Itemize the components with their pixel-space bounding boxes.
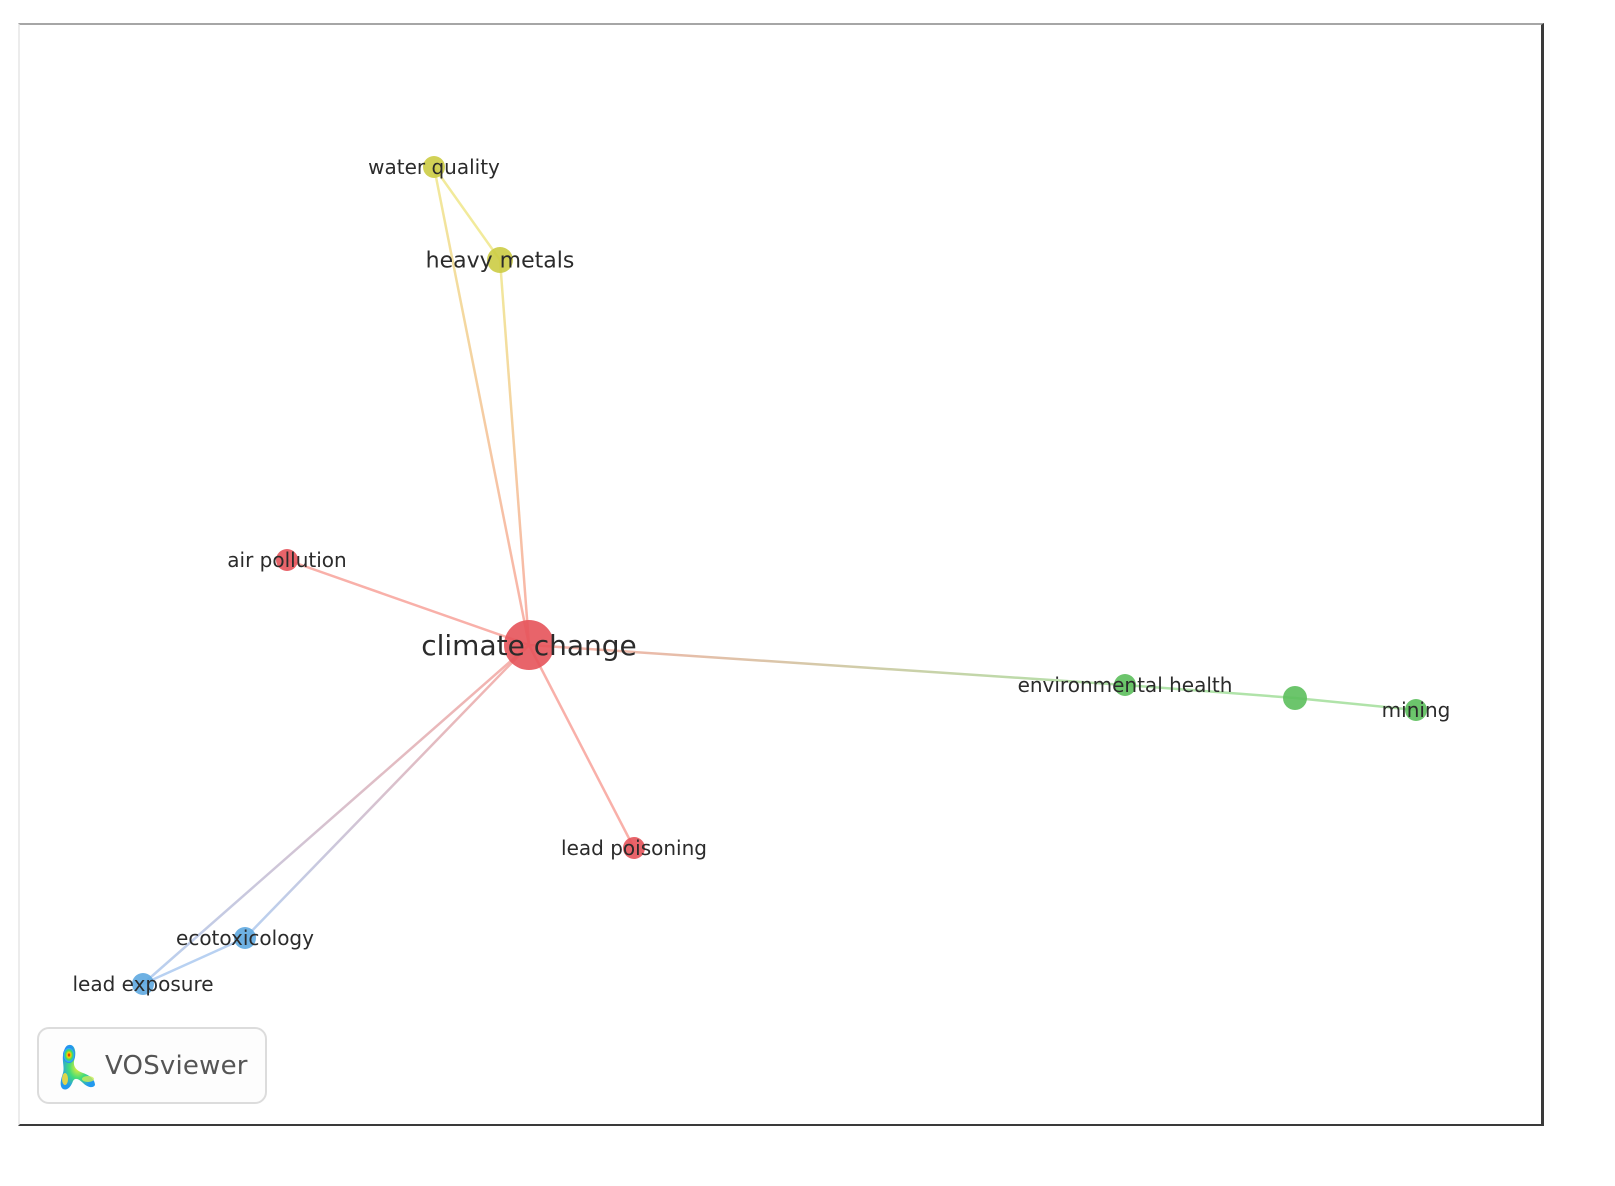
- labels-layer: water quality heavy metals air pollution cl…: [72, 155, 1450, 996]
- edge-climate-change-to-environmental-health[interactable]: [528, 643, 1126, 687]
- node-environmental-health[interactable]: [1114, 674, 1136, 696]
- node-climate-change[interactable]: [504, 620, 554, 670]
- edge-water-quality-to-climate-change[interactable]: [432, 166, 531, 646]
- node-lead-poisoning[interactable]: [623, 837, 645, 859]
- edge-ecotoxicology-to-lead-exposure[interactable]: [142, 936, 246, 986]
- node-label-air-pollution[interactable]: air pollution: [227, 548, 346, 572]
- node-air-pollution[interactable]: [276, 549, 298, 571]
- vosviewer-logo-badge: VOSviewer: [37, 1027, 267, 1104]
- node-label-lead-exposure[interactable]: lead exposure: [72, 972, 213, 996]
- node-label-mining[interactable]: mining: [1382, 698, 1451, 722]
- edges-layer: [142, 166, 1417, 986]
- edge-climate-change-to-lead-poisoning[interactable]: [527, 644, 636, 849]
- edge-heavy-metals-to-climate-change[interactable]: [498, 259, 531, 646]
- edge-climate-change-to-lead-exposure[interactable]: [142, 644, 530, 985]
- vosviewer-heatmap-icon: [60, 1044, 95, 1090]
- node-green-unlabeled[interactable]: [1283, 686, 1307, 710]
- visualization-frame: [18, 23, 1544, 1126]
- edge-water-quality-to-heavy-metals[interactable]: [432, 166, 502, 261]
- node-label-ecotoxicology[interactable]: ecotoxicology: [176, 926, 314, 950]
- node-heavy-metals[interactable]: [487, 247, 513, 273]
- node-water-quality[interactable]: [423, 156, 445, 178]
- nodes-layer: [132, 156, 1427, 995]
- node-label-climate-change[interactable]: climate change: [421, 629, 637, 662]
- node-lead-exposure[interactable]: [132, 973, 154, 995]
- edge-environmental-health-to-green-unlabeled[interactable]: [1124, 683, 1296, 700]
- vosviewer-logo-text: VOSviewer: [105, 1050, 248, 1081]
- edge-climate-change-to-ecotoxicology[interactable]: [244, 644, 530, 939]
- node-label-environmental-health[interactable]: environmental health: [1018, 673, 1233, 697]
- node-mining[interactable]: [1405, 699, 1427, 721]
- node-label-heavy-metals[interactable]: heavy metals: [426, 249, 575, 274]
- node-ecotoxicology[interactable]: [234, 927, 256, 949]
- edge-air-pollution-to-climate-change[interactable]: [286, 558, 530, 647]
- node-label-water-quality[interactable]: water quality: [368, 155, 500, 179]
- node-label-lead-poisoning[interactable]: lead poisoning: [561, 836, 707, 860]
- edge-green-unlabeled-to-mining[interactable]: [1294, 696, 1417, 712]
